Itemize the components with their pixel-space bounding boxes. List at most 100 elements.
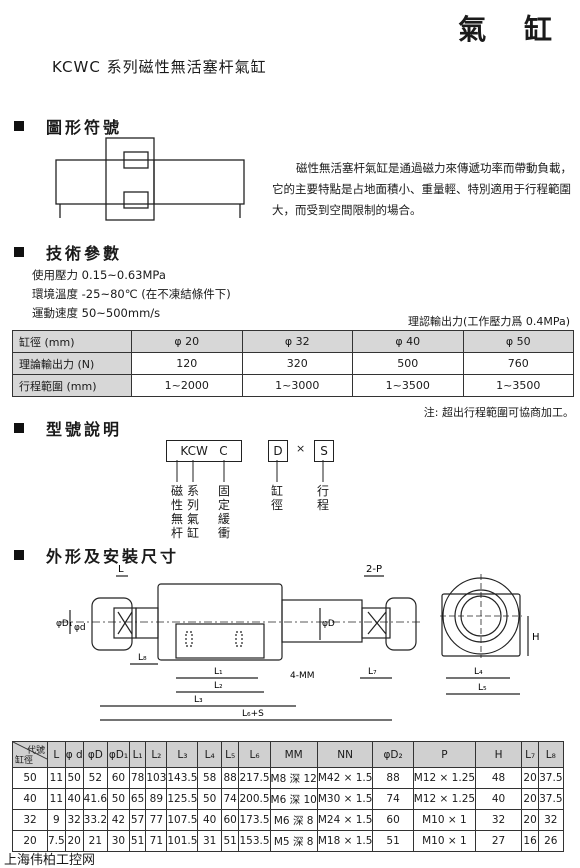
dims-header-cell: H	[475, 741, 523, 768]
drawing-label-4mm: 4-MM	[290, 671, 315, 681]
dims-cell: 51	[220, 830, 240, 852]
spec-row: 理論輸出力 (N) 120 320 500 760	[12, 352, 574, 375]
spec-note: 理認輸出力(工作壓力爲 0.4MPa)	[408, 315, 570, 328]
drawing-label-l5: L₅	[478, 683, 487, 693]
dims-header-cell: L₃	[166, 741, 199, 768]
drawing-label-l3: L₃	[194, 695, 203, 705]
dims-cell: 50	[197, 788, 222, 810]
dims-corner-top: 代號	[26, 746, 45, 756]
dims-cell: M6 深 8	[269, 809, 318, 831]
dims-cell: 88	[220, 767, 240, 789]
dims-cell: 40	[475, 788, 523, 810]
drawing-label-l: L	[118, 564, 124, 575]
dims-cell: 40	[64, 788, 84, 810]
spec-cell: 1~3500	[352, 374, 464, 397]
model-label-series: 系列氣缸	[186, 484, 199, 540]
spec-header-cell: φ 32	[241, 330, 353, 353]
section-model-title: 型號說明	[46, 420, 123, 439]
section-bullet-icon	[14, 550, 24, 560]
dims-table: 代號 缸徑 L φ d φD φD₁ L₁ L₂ L₃ L₄ L₅ L₆ MM …	[12, 741, 574, 852]
dims-header-cell: NN	[316, 741, 374, 768]
spec-row: 行程範圍 (mm) 1~2000 1~3000 1~3500 1~3500	[12, 374, 574, 397]
spec-header-row: 缸徑 (mm) φ 20 φ 32 φ 40 φ 50	[12, 330, 574, 353]
description-text: 磁性無活塞杆氣缸是通過磁力來傳遞功率而帶動負載，它的主要特點是占地面積小、重量輕…	[272, 161, 572, 217]
dims-cell: 26	[538, 830, 564, 852]
dims-cell: 20	[521, 788, 540, 810]
dims-cell: 78	[128, 767, 147, 789]
dims-cell: 40	[197, 809, 222, 831]
dims-cell: 37.5	[538, 767, 564, 789]
param-speed: 運動速度 50~500mm/s	[32, 306, 161, 320]
dims-header-cell: L₄	[197, 741, 222, 768]
spec-header-cell: φ 40	[352, 330, 464, 353]
model-code-series-box: KCW C	[166, 440, 242, 462]
right-end-cap	[385, 597, 417, 651]
dims-header-cell: φD₁	[107, 741, 130, 768]
dims-cell: 37.5	[538, 788, 564, 810]
dims-cell: 32	[538, 809, 564, 831]
dims-cell: 153.5	[238, 830, 271, 852]
dims-cell: 173.5	[238, 809, 271, 831]
dims-cell: 21	[82, 830, 109, 852]
dims-cell: 71	[145, 830, 168, 852]
dims-cell: 51	[372, 830, 414, 852]
dims-bore-cell: 20	[12, 830, 48, 852]
dims-cell: 32	[475, 809, 523, 831]
dims-cell: 60	[220, 809, 240, 831]
left-end-cap	[91, 597, 133, 651]
spec-cell: 1~3000	[241, 374, 353, 397]
dims-header-cell: L₅	[220, 741, 240, 768]
stroke-note: 注: 超出行程範圍可協商加工。	[423, 406, 574, 419]
dims-header-cell: φD₂	[372, 741, 414, 768]
dims-cell: M30 × 1.5	[316, 788, 374, 810]
section-bullet-icon	[14, 121, 24, 131]
dims-cell: 16	[521, 830, 540, 852]
dims-cell: 20	[521, 809, 540, 831]
dims-header-cell: L₆	[238, 741, 271, 768]
dims-header-cell: L₂	[145, 741, 168, 768]
spec-cell: 500	[352, 352, 464, 375]
dims-cell: 30	[107, 830, 130, 852]
dims-header-cell: φD	[82, 741, 109, 768]
dims-header-cell: MM	[269, 741, 318, 768]
dims-cell: 101.5	[166, 830, 199, 852]
dims-cell: 32	[64, 809, 84, 831]
dims-cell: 65	[128, 788, 147, 810]
dims-cell: 9	[47, 809, 66, 831]
model-code-times: ×	[296, 442, 306, 455]
spec-table: 缸徑 (mm) φ 20 φ 32 φ 40 φ 50 理論輸出力 (N) 12…	[12, 330, 574, 397]
section-bullet-icon	[14, 247, 24, 257]
dims-cell: 77	[145, 809, 168, 831]
dims-cell: 200.5	[238, 788, 271, 810]
dims-cell: 60	[372, 809, 414, 831]
model-code-stroke-box: S	[314, 440, 334, 462]
dims-header-cell: L₇	[521, 741, 540, 768]
model-label-bore: 缸徑	[270, 484, 283, 512]
dims-cell: 48	[475, 767, 523, 789]
params-list: 使用壓力 0.15~0.63MPa 環境溫度 -25~80℃ (在不凍結條件下)…	[32, 266, 231, 323]
dims-cell: 74	[372, 788, 414, 810]
spec-header-cell: 缸徑 (mm)	[12, 330, 132, 353]
footer-watermark: 上海伟柏工控网	[4, 853, 96, 868]
spec-header-cell: φ 50	[462, 330, 574, 353]
section-symbol-title: 圖形符號	[46, 118, 123, 137]
dims-cell: 20	[64, 830, 84, 852]
dims-cell: M42 × 1.5	[316, 767, 374, 789]
model-code-leaders	[176, 460, 324, 482]
dims-cell: 88	[372, 767, 414, 789]
dims-cell: 125.5	[166, 788, 199, 810]
dims-cell: 103	[145, 767, 168, 789]
section-bullet-icon	[14, 423, 24, 433]
section-dims: 外形及安裝尺寸	[14, 543, 179, 567]
spec-row-label: 行程範圍 (mm)	[12, 374, 132, 397]
drawing-label-phi-d-cap: φD	[322, 619, 335, 629]
installation-drawing: L 2-P φD₁ φd φD L₈ L₁ L₂ L₃ L₆+S 4-MM L₇…	[56, 564, 540, 721]
drawing-label-phi-d: φd	[74, 623, 86, 633]
page-subtitle: KCWC 系列磁性無活塞杆氣缸	[52, 58, 267, 76]
dims-header-cell: φ d	[64, 741, 84, 768]
page-title: 氣 缸	[458, 13, 566, 46]
